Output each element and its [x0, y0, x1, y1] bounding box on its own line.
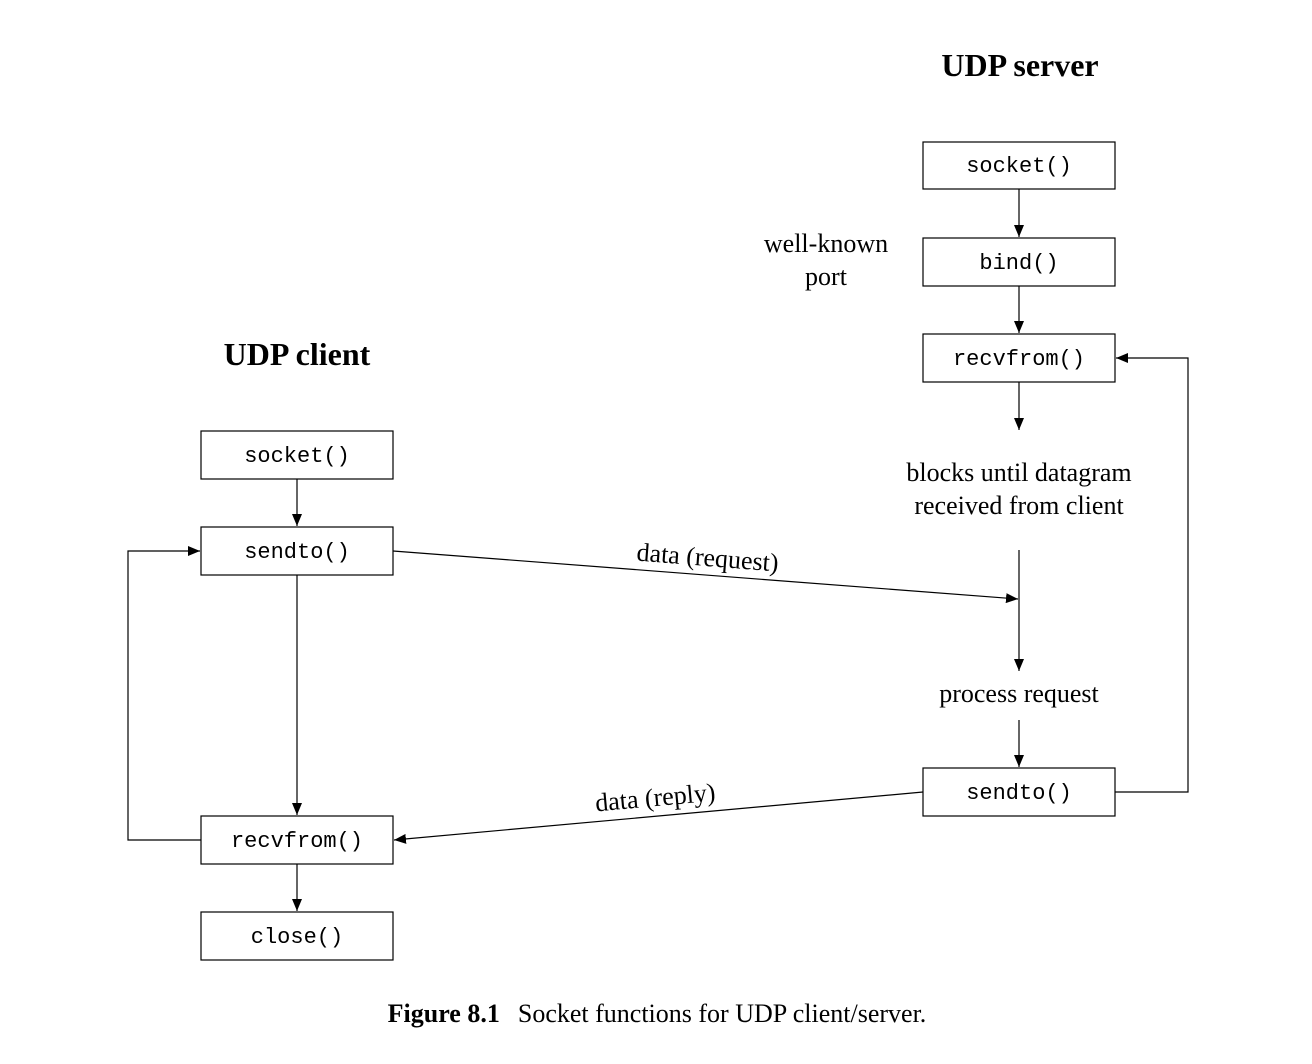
arrow-reply	[393, 791, 924, 844]
port-note-line2: port	[805, 262, 848, 291]
client-socket-label: socket()	[244, 444, 350, 469]
server-recvfrom-box: recvfrom()	[922, 333, 1116, 383]
server-socket-box: socket()	[922, 141, 1116, 190]
server-bind-box: bind()	[922, 237, 1116, 287]
process-note: process request	[939, 679, 1099, 708]
client-sendto-label: sendto()	[244, 540, 350, 565]
client-recvfrom-label: recvfrom()	[231, 829, 363, 854]
server-recvfrom-label: recvfrom()	[953, 347, 1085, 372]
block-note-line1: blocks until datagram	[906, 458, 1131, 487]
arrow-client-loop-back	[127, 546, 201, 841]
server-heading: UDP server	[941, 47, 1098, 83]
reply-label: data (reply)	[594, 778, 717, 818]
client-socket-box: socket()	[200, 430, 394, 480]
client-sendto-box: sendto()	[200, 526, 394, 576]
arrow-request	[392, 550, 1019, 604]
figure-number: Figure 8.1	[388, 999, 500, 1028]
arrow-server-loop-back	[1115, 353, 1189, 793]
client-recvfrom-box: recvfrom()	[200, 815, 394, 865]
server-bind-label: bind()	[979, 251, 1058, 276]
server-socket-label: socket()	[966, 154, 1072, 179]
client-heading: UDP client	[224, 336, 371, 372]
figure-caption: Figure 8.1 Socket functions for UDP clien…	[388, 999, 927, 1028]
server-sendto-box: sendto()	[922, 767, 1116, 817]
client-close-label: close()	[251, 925, 343, 950]
server-sendto-label: sendto()	[966, 781, 1072, 806]
figure-caption-text: Socket functions for UDP client/server.	[518, 999, 926, 1028]
client-close-box: close()	[200, 911, 394, 961]
block-note-line2: received from client	[914, 491, 1124, 520]
port-note-line1: well-known	[764, 229, 888, 258]
